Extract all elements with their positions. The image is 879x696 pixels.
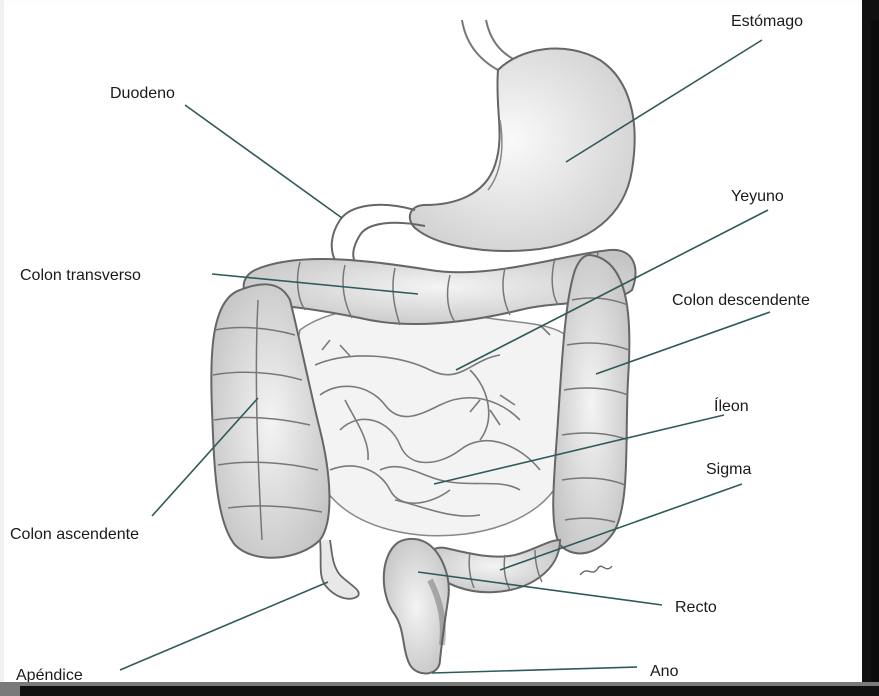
leader-line-duodeno: [185, 105, 342, 218]
frame-edge-right-shadow: [871, 20, 879, 696]
appendix-shape: [320, 540, 359, 599]
label-recto: Recto: [675, 599, 717, 616]
stomach-shape: [410, 49, 635, 251]
frame-edge-bottom-shadow: [20, 686, 879, 696]
label-colon-transverso: Colon transverso: [20, 267, 141, 284]
small-intestine-mass: [296, 307, 582, 535]
leader-line-apendice: [120, 582, 328, 670]
label-colon-descendente: Colon descendente: [672, 292, 810, 309]
label-estomago: Estómago: [731, 13, 803, 30]
digestive-tract-diagram: Estómago Duodeno Yeyuno Colon transverso…: [0, 0, 862, 682]
label-yeyuno: Yeyuno: [731, 188, 784, 205]
label-duodeno: Duodeno: [110, 85, 175, 102]
label-apendice: Apéndice: [16, 667, 83, 682]
label-colon-ascendente: Colon ascendente: [10, 526, 139, 543]
label-ano: Ano: [650, 663, 679, 680]
artist-signature: [580, 566, 612, 575]
label-ileon: Íleon: [714, 396, 749, 415]
leader-line-ano: [432, 667, 637, 673]
label-sigma: Sigma: [706, 461, 751, 478]
